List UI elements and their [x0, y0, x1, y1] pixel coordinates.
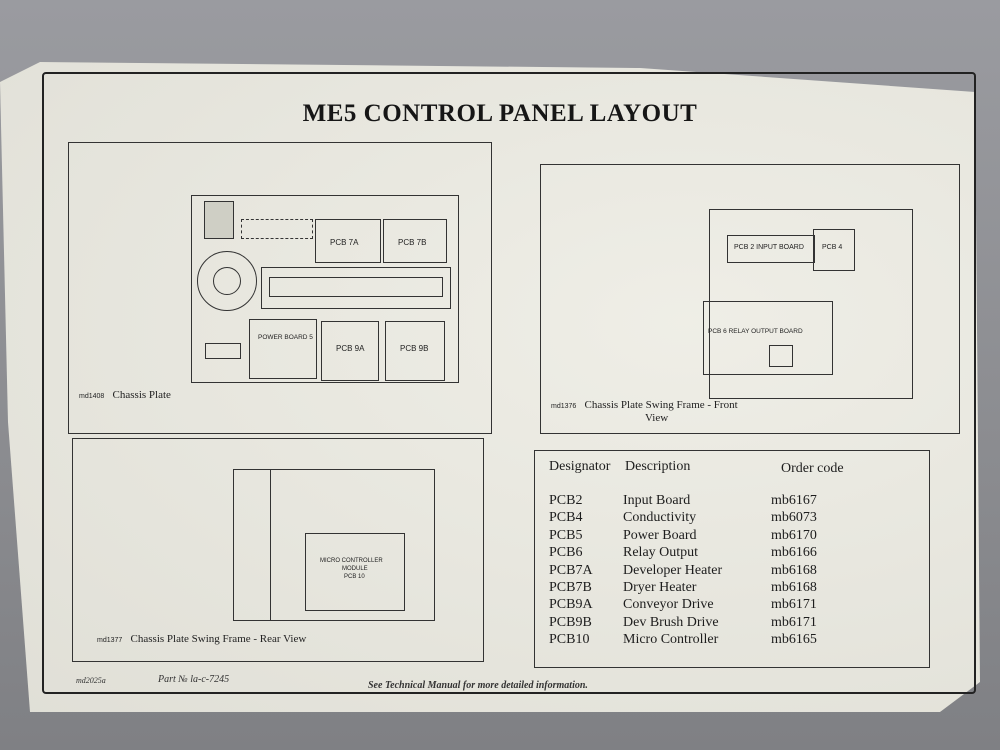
row-description: Micro Controller — [623, 632, 719, 648]
chassis-plate-caption: md1408 Chassis Plate — [79, 389, 171, 401]
footer-doc-code: md2025a — [76, 676, 106, 685]
pcb-2-box: PCB 2 INPUT BOARD — [727, 235, 815, 263]
swing-frame-front-panel: PCB 2 INPUT BOARD PCB 4 PCB 6 RELAY OUTP… — [540, 164, 960, 434]
pcb-10-label: PCB 10 — [344, 574, 365, 580]
chassis-plate-title: Chassis Plate — [112, 389, 171, 401]
chassis-plate-panel: PCB 7A PCB 7B POWER BOARD 5 PCB 9A PCB 9… — [68, 142, 492, 434]
swing-front-caption: md1376 Chassis Plate Swing Frame - Front — [551, 399, 738, 411]
row-designator: PCB4 — [549, 510, 583, 526]
swing-front-title: Chassis Plate Swing Frame - Front — [584, 399, 738, 411]
pcb-7b-box: PCB 7B — [383, 219, 447, 263]
page-title: ME5 CONTROL PANEL LAYOUT — [302, 100, 698, 127]
paper-sheet — [0, 62, 980, 712]
pcb-9a-label: PCB 9A — [336, 344, 365, 353]
row-description: Developer Heater — [623, 562, 723, 578]
pcb-4-box: PCB 4 — [813, 229, 855, 271]
row-description: Conductivity — [623, 510, 697, 526]
header-description: Description — [625, 459, 691, 474]
power-board-box: POWER BOARD 5 — [249, 319, 317, 379]
footer-note: See Technical Manual for more detailed i… — [368, 680, 588, 691]
micro-controller-module-label: MODULE — [342, 566, 368, 572]
pcb-7a-label: PCB 7A — [330, 238, 359, 247]
row-designator: PCB7A — [549, 562, 593, 578]
row-description: Relay Output — [623, 545, 699, 561]
pcb-6-label: PCB 6 RELAY OUTPUT BOARD — [708, 328, 803, 335]
row-order-code: mb6166 — [771, 545, 817, 561]
pcb-2-label: PCB 2 INPUT BOARD — [734, 244, 804, 251]
pcb-7b-label: PCB 7B — [398, 238, 427, 247]
row-description: Dryer Heater — [623, 580, 697, 595]
header-order-code: Order code — [781, 461, 844, 476]
rear-frame-strip — [233, 469, 271, 621]
row-designator: PCB2 — [549, 493, 583, 508]
swing-rear-code: md1377 — [97, 637, 123, 644]
swing-front-title-line2: View — [645, 412, 669, 424]
pcb-7a-box: PCB 7A — [315, 219, 381, 263]
row-order-code: mb6171 — [771, 614, 817, 630]
row-order-code: mb6168 — [771, 580, 817, 595]
display-rail — [261, 267, 451, 309]
pcb-4-label: PCB 4 — [822, 244, 843, 251]
swing-rear-title: Chassis Plate Swing Frame - Rear View — [130, 633, 307, 645]
pcb-6-box: PCB 6 RELAY OUTPUT BOARD — [703, 301, 833, 375]
swing-frame-rear-panel: MICRO CONTROLLER MODULE PCB 10 md1377 Ch… — [72, 438, 484, 662]
breaker-block — [204, 201, 234, 239]
row-order-code: mb6168 — [771, 562, 817, 578]
pcb-9b-box: PCB 9B — [385, 321, 445, 381]
pcb-9b-label: PCB 9B — [400, 344, 429, 353]
row-designator: PCB5 — [549, 527, 583, 543]
power-board-label: POWER BOARD 5 — [258, 334, 313, 341]
row-designator: PCB9B — [549, 614, 592, 630]
header-designator: Designator — [549, 459, 611, 474]
chassis-plate-outline — [191, 195, 459, 383]
row-order-code: mb6167 — [771, 493, 817, 508]
designator-table: Designator Description Order code PCB2 In… — [534, 450, 930, 668]
row-description: Dev Brush Drive — [623, 614, 719, 630]
row-description: Conveyor Drive — [623, 597, 714, 613]
transformer-core — [213, 267, 241, 295]
footer-part-number: Part № la-c-7245 — [158, 674, 230, 685]
page-border — [42, 72, 976, 694]
row-order-code: mb6171 — [771, 597, 817, 613]
swing-rear-caption: md1377 Chassis Plate Swing Frame - Rear … — [97, 633, 306, 645]
display-rail-inner — [269, 277, 443, 297]
transformer-ring — [197, 251, 257, 311]
row-order-code: mb6170 — [771, 527, 817, 543]
row-order-code: mb6073 — [771, 510, 817, 526]
row-description: Power Board — [623, 527, 697, 543]
relay-warning-icon — [769, 345, 793, 367]
row-description: Input Board — [623, 493, 691, 508]
terminal-strip — [241, 219, 313, 239]
swing-front-code: md1376 — [551, 403, 577, 410]
fuse-block — [205, 343, 241, 359]
pcb-9a-box: PCB 9A — [321, 321, 379, 381]
front-frame-outline — [709, 209, 913, 399]
row-designator: PCB6 — [549, 545, 583, 561]
chassis-plate-code: md1408 — [79, 393, 105, 400]
micro-controller-box: MICRO CONTROLLER MODULE PCB 10 — [305, 533, 405, 611]
row-designator: PCB9A — [549, 597, 593, 613]
micro-controller-label: MICRO CONTROLLER — [320, 558, 383, 564]
row-designator: PCB10 — [549, 632, 590, 648]
row-order-code: mb6165 — [771, 632, 817, 648]
row-designator: PCB7B — [549, 580, 592, 595]
